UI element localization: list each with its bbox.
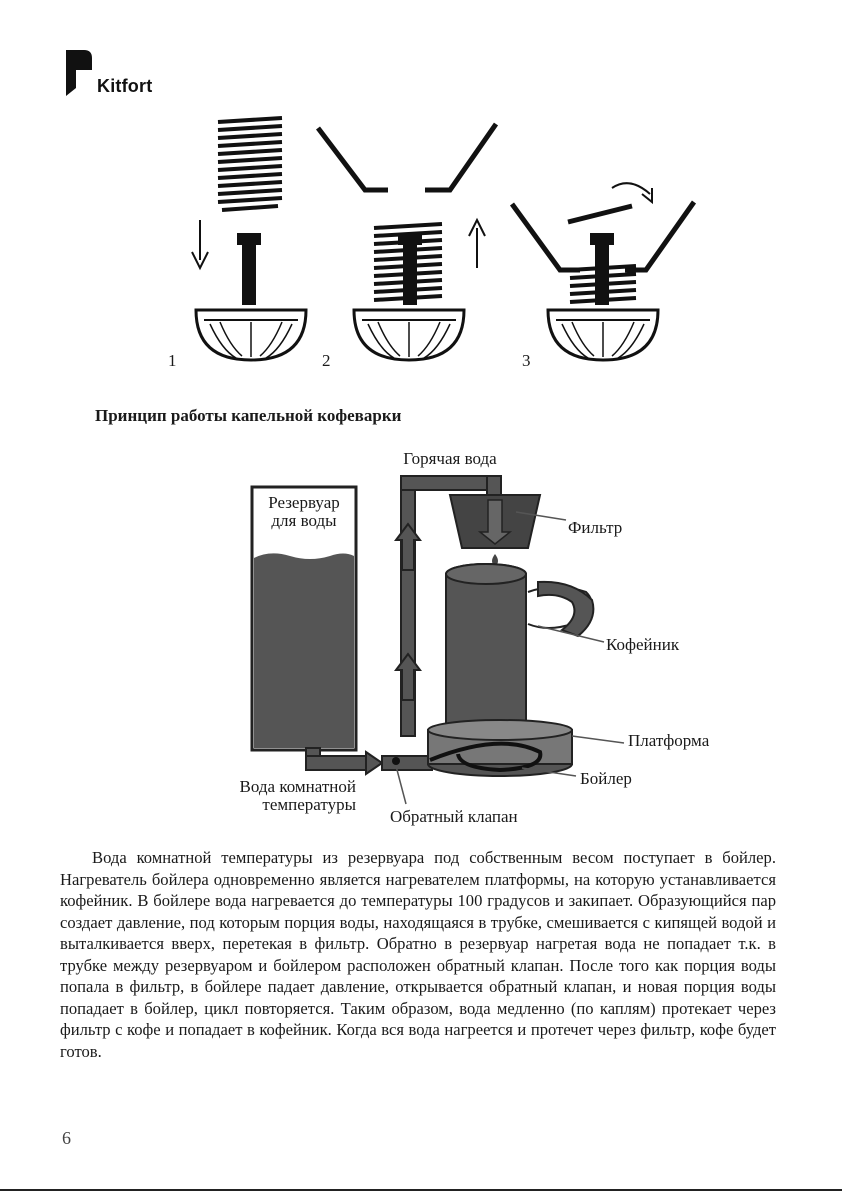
section-title: Принцип работы капельной кофеварки xyxy=(95,406,402,425)
spring-1 xyxy=(217,116,283,212)
pot-label: Кофейник xyxy=(606,635,680,654)
reservoir-label-line2: для воды xyxy=(271,511,337,530)
coffee-maker-diagram: Резервуар для воды Горячая вода Фильтр К… xyxy=(240,449,710,826)
rotate-arrow-icon xyxy=(611,182,653,205)
reservoir-label-line1: Резервуар xyxy=(268,493,340,512)
step-label-1: 1 xyxy=(168,351,177,370)
up-arrow-icon xyxy=(468,217,486,268)
filter-cone-halves xyxy=(316,122,499,193)
inlet-pipe xyxy=(305,747,433,776)
boiler-coil xyxy=(429,741,543,773)
down-arrow-icon xyxy=(191,220,209,271)
kitfort-logo: Kitfort xyxy=(64,48,174,103)
description-paragraph: Вода комнатной температуры из резервуара… xyxy=(60,848,776,1061)
assembly-steps-figure: 1 2 3 xyxy=(168,116,697,370)
base-bowl-1 xyxy=(194,308,308,362)
room-water-label-line2: температуры xyxy=(262,795,356,814)
page-number: 6 xyxy=(62,1128,71,1148)
step-label-3: 3 xyxy=(522,351,531,370)
post-3 xyxy=(590,233,614,245)
room-water-label-line1: Вода комнатной xyxy=(240,777,356,796)
hot-water-pipe xyxy=(394,475,502,737)
post-1 xyxy=(237,233,261,305)
step-label-2: 2 xyxy=(322,351,331,370)
page-bottom-rule xyxy=(0,1189,842,1191)
post-2 xyxy=(398,233,422,245)
lever xyxy=(567,203,633,225)
check-valve-marker xyxy=(392,757,400,765)
base-bowl-2 xyxy=(352,308,466,362)
logo-text: Kitfort xyxy=(97,76,153,96)
logo-mark-icon xyxy=(66,50,92,96)
base-bowl-3 xyxy=(546,308,660,362)
water-reservoir xyxy=(250,485,358,752)
filter-label: Фильтр xyxy=(568,518,622,537)
check-valve-label: Обратный клапан xyxy=(390,807,518,826)
heating-platform xyxy=(427,719,573,777)
hot-water-label: Горячая вода xyxy=(403,449,497,468)
coffee-pot xyxy=(445,563,595,727)
platform-label: Платформа xyxy=(628,731,710,750)
boiler-label: Бойлер xyxy=(580,769,632,788)
coffee-filter xyxy=(448,494,542,566)
